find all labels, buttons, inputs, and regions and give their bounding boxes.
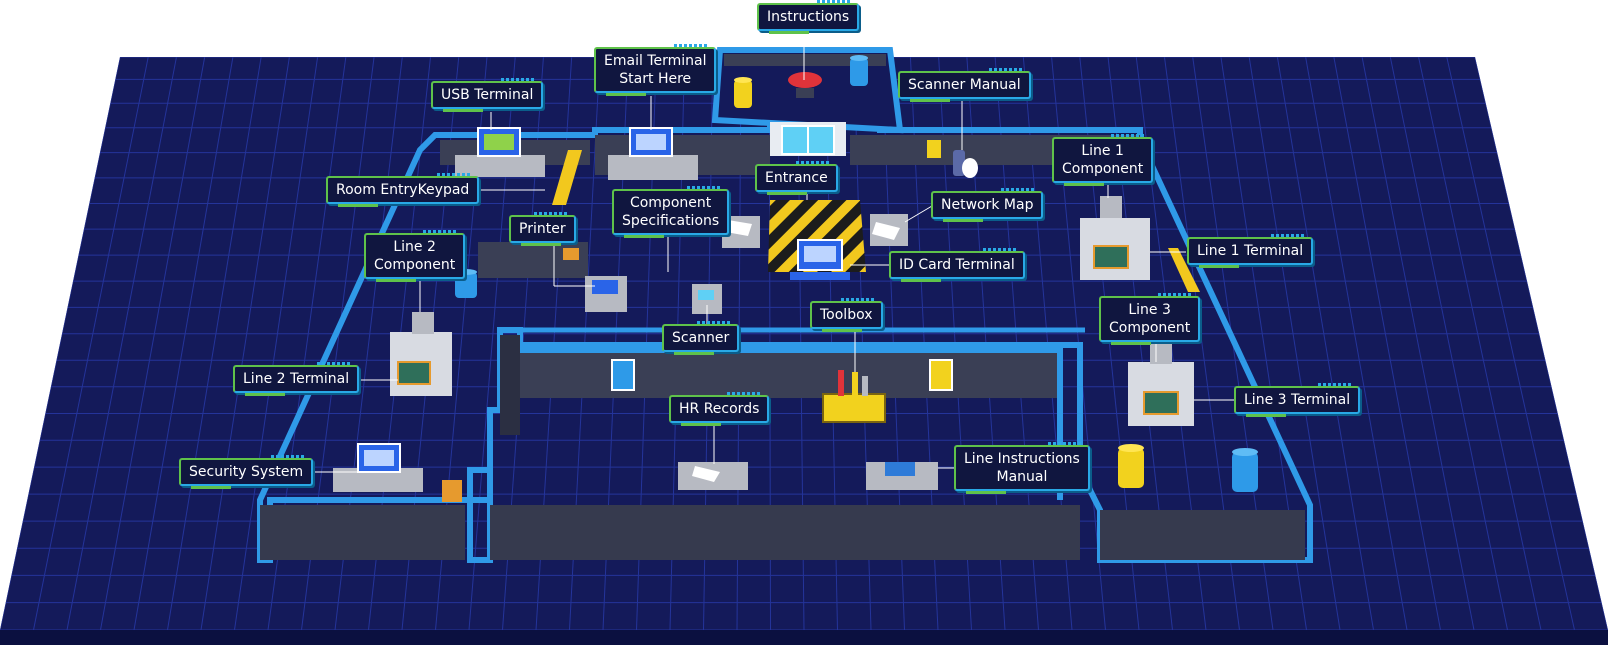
label-line3-component-line2: Component (1109, 320, 1191, 336)
label-id-card-terminal-text: ID Card Terminal (899, 257, 1015, 273)
label-line2-component[interactable]: Line 2 Component (364, 230, 466, 282)
leader-lines (300, 34, 1235, 473)
label-line1-component[interactable]: Line 1 Component (1052, 134, 1154, 186)
label-room-entry-keypad[interactable]: Room EntryKeypad (326, 173, 480, 207)
label-line3-component[interactable]: Line 3 Component (1099, 293, 1201, 345)
label-entrance-text: Entrance (765, 170, 828, 186)
line-2-machine[interactable] (390, 312, 452, 396)
label-component-specifications-line2: Specifications (622, 213, 720, 229)
label-line1-terminal[interactable]: Line 1 Terminal (1187, 234, 1314, 268)
label-scanner-manual[interactable]: Scanner Manual (898, 68, 1031, 102)
box-icon (563, 248, 579, 260)
hr-records-table[interactable] (678, 462, 748, 490)
label-email-terminal-line1: Email Terminal (604, 53, 707, 69)
label-line-instructions-manual-line2: Manual (996, 469, 1048, 485)
toolbox-icon[interactable] (822, 370, 886, 423)
label-scanner-manual-text: Scanner Manual (908, 77, 1021, 93)
box-icon (442, 480, 462, 502)
label-network-map-text: Network Map (941, 197, 1034, 213)
label-line3-terminal-text: Line 3 Terminal (1244, 392, 1351, 408)
poster-icon[interactable] (611, 359, 635, 391)
label-scanner[interactable]: Scanner (662, 321, 740, 355)
label-printer[interactable]: Printer (509, 212, 576, 246)
label-usb-terminal-text: USB Terminal (441, 87, 534, 103)
line-instructions-table[interactable] (866, 462, 938, 490)
id-card-terminal-desk[interactable] (790, 239, 850, 280)
label-line2-terminal-text: Line 2 Terminal (243, 371, 350, 387)
label-hr-records-text: HR Records (679, 401, 760, 417)
poster-icon[interactable] (929, 359, 953, 391)
label-id-card-terminal[interactable]: ID Card Terminal (889, 248, 1025, 282)
label-line1-component-line1: Line 1 (1081, 143, 1124, 159)
walls (257, 47, 1313, 563)
barrel-icon[interactable] (1232, 448, 1258, 492)
label-usb-terminal[interactable]: USB Terminal (431, 78, 544, 112)
label-hr-records[interactable]: HR Records (669, 392, 770, 426)
keypad-icon[interactable] (927, 140, 941, 158)
label-line3-component-line1: Line 3 (1128, 302, 1171, 318)
label-line-instructions-manual-line1: Line Instructions (964, 451, 1080, 467)
email-terminal-desk[interactable] (608, 127, 698, 180)
printer-table[interactable] (585, 276, 627, 312)
label-printer-text: Printer (519, 221, 566, 237)
label-line1-terminal-text: Line 1 Terminal (1197, 243, 1304, 259)
barrel-icon[interactable] (1118, 444, 1144, 488)
label-instructions[interactable]: Instructions (757, 0, 860, 34)
label-line2-terminal[interactable]: Line 2 Terminal (233, 362, 360, 396)
label-security-system-text: Security System (189, 464, 304, 480)
label-line2-component-line1: Line 2 (393, 239, 436, 255)
label-line1-component-line2: Component (1062, 161, 1144, 177)
scanner-manual-icon[interactable] (953, 150, 978, 178)
entrance-door[interactable] (770, 122, 846, 156)
barrel-icon[interactable] (850, 55, 868, 86)
usb-terminal-desk[interactable] (455, 127, 545, 177)
label-instructions-text: Instructions (767, 9, 850, 25)
label-security-system[interactable]: Security System (179, 455, 314, 489)
label-network-map[interactable]: Network Map (931, 188, 1044, 222)
label-entrance[interactable]: Entrance (755, 161, 838, 195)
label-room-entry-keypad-text: Room EntryKeypad (336, 182, 470, 198)
label-component-specifications-line1: Component (629, 195, 712, 211)
label-email-terminal-line2: Start Here (619, 71, 692, 87)
label-line3-terminal[interactable]: Line 3 Terminal (1234, 383, 1361, 417)
label-line2-component-line2: Component (374, 257, 456, 273)
label-toolbox[interactable]: Toolbox (810, 298, 883, 332)
walkway-stripe (552, 150, 582, 205)
red-button-icon[interactable] (788, 72, 822, 98)
network-map-table[interactable] (870, 214, 908, 246)
walkway-stripe-right (1168, 248, 1200, 292)
label-toolbox-text: Toolbox (820, 307, 873, 323)
label-scanner-text: Scanner (672, 330, 730, 346)
barrel-icon[interactable] (734, 77, 752, 108)
line-1-machine[interactable] (1080, 196, 1150, 280)
